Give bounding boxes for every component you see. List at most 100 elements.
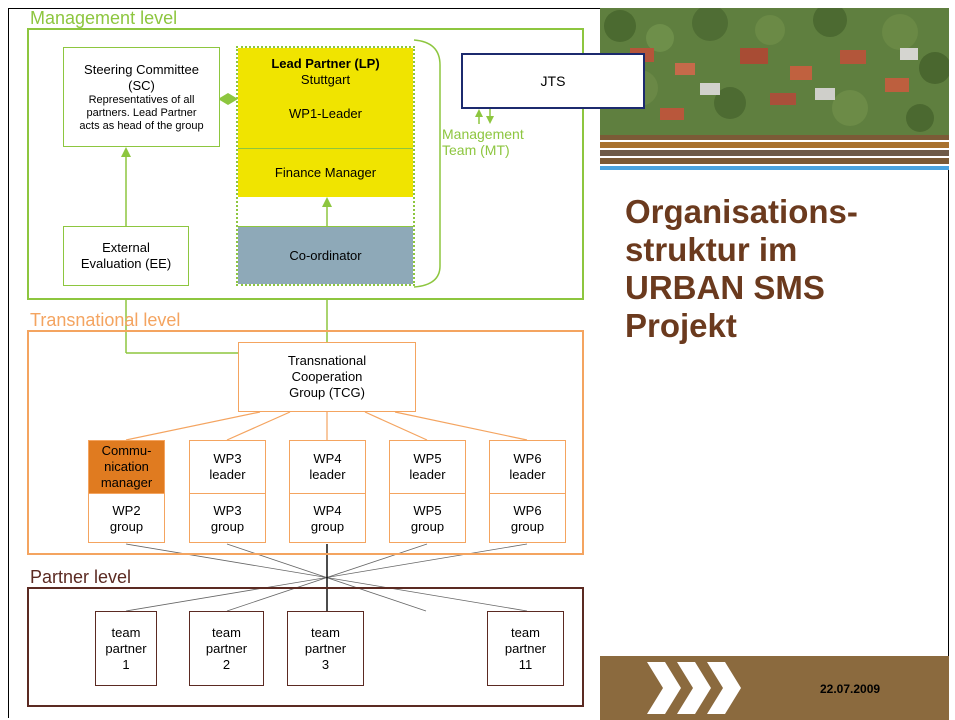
lead-partner-group [236, 46, 415, 286]
wp5-group-line1: WP5 [413, 503, 442, 518]
ee-to-sc-arrow [121, 147, 131, 157]
wp1-leader-label: WP1-Leader [289, 106, 362, 121]
chevron-arrows-icon [647, 662, 741, 714]
stripe [600, 148, 949, 150]
finance-manager-label: Finance Manager [274, 165, 377, 180]
transnational-level-frame [27, 330, 584, 555]
stripe [600, 142, 949, 148]
team-partner-3-line2: partner [304, 640, 347, 656]
team-partner-2-line1: team [212, 624, 241, 640]
wp3-column: WP3 leader WP3 group [189, 440, 266, 543]
wp5-leader-box: WP5 leader [390, 441, 465, 494]
lead-partner-city: Stuttgart [300, 72, 351, 87]
lead-partner-box: Lead Partner (LP) Stuttgart WP1-Leader [238, 48, 413, 148]
wp2-group-line1: WP2 [112, 503, 141, 518]
tcg-line3: Group (TCG) [289, 385, 365, 400]
team-partner-1-box: team partner 1 [95, 611, 157, 686]
management-team-line1: Management [442, 126, 524, 142]
wp4-leader-line1: WP4 [313, 451, 342, 466]
wp2-group-line2: group [109, 519, 144, 534]
tcg-wp3-line [226, 411, 291, 441]
communication-line2: nication [104, 459, 149, 474]
stripe [600, 166, 949, 170]
stripe-band [600, 135, 949, 172]
steering-committee-box: Steering Committee (SC) Representatives … [63, 47, 220, 147]
team-partner-11-box: team partner 11 [487, 611, 564, 686]
wp6-group-line2: group [510, 519, 545, 534]
team-partner-1-line2: partner [105, 640, 147, 656]
steering-committee-desc-1: Representatives of all [88, 93, 195, 106]
stripe [600, 140, 949, 142]
team-partner-3-line1: team [311, 624, 340, 640]
wp6-leader-line2: leader [509, 467, 546, 482]
wp3-leader-box: WP3 leader [190, 441, 265, 494]
jts-box: JTS [461, 53, 645, 109]
stripe [600, 164, 949, 166]
wp3-group-box: WP3 group [190, 494, 265, 544]
team-partner-11-line1: team [511, 624, 540, 640]
stripe [600, 150, 949, 156]
team-partner-1-line3: 1 [122, 656, 130, 672]
team-partner-3-line3: 3 [321, 656, 330, 672]
wp6-group-line1: WP6 [513, 503, 542, 518]
tcg-line1: Transnational [287, 353, 367, 368]
tcg-wp2-line [125, 411, 261, 441]
tcg-box: Transnational Cooperation Group (TCG) [238, 342, 416, 412]
management-team-line2: Team (MT) [442, 142, 510, 158]
wp6-group-box: WP6 group [490, 494, 565, 544]
communication-line3: manager [100, 475, 153, 490]
jts-label: JTS [540, 73, 566, 89]
steering-committee-desc-2: partners. Lead Partner [86, 106, 197, 119]
mt-jts-arrow-1 [475, 109, 483, 117]
external-evaluation-line2: Evaluation (EE) [80, 256, 172, 271]
steering-committee-desc-3: acts as head of the group [79, 119, 204, 132]
footer-band: 22.07.2009 [600, 656, 949, 720]
wp4-group-line2: group [310, 519, 345, 534]
management-team-brace [413, 39, 441, 288]
wp4-leader-box: WP4 leader [290, 441, 365, 494]
slide-frame [8, 8, 949, 718]
stripe [600, 156, 949, 158]
partner-level-frame [27, 587, 584, 707]
stripe [600, 135, 949, 140]
tcg-line2: Cooperation [291, 369, 363, 384]
tcg-wp6-line [394, 411, 528, 441]
team-partner-2-line3: 2 [222, 656, 231, 672]
wp4-column: WP4 leader WP4 group [289, 440, 366, 543]
communication-manager-box: Commu- nication manager [89, 441, 164, 494]
management-level-frame [27, 28, 584, 300]
wp6-leader-box: WP6 leader [490, 441, 565, 494]
slide-title-line2: struktur im [625, 231, 798, 268]
wp5-leader-line2: leader [409, 467, 446, 482]
wp3-leader-line2: leader [209, 467, 246, 482]
coord-to-finance-arrow [322, 197, 332, 207]
slide-title-line1: Organisations- [625, 193, 858, 230]
wp2-column: Commu- nication manager WP2 group [88, 440, 165, 543]
footer-date: 22.07.2009 [820, 682, 881, 696]
steering-committee-abbr: (SC) [128, 77, 155, 93]
wp2-group-box: WP2 group [89, 494, 164, 544]
team-partner-11-line3: 11 [518, 656, 533, 672]
stripe [600, 158, 949, 164]
wp5-group-line2: group [410, 519, 445, 534]
team-partner-2-box: team partner 2 [189, 611, 264, 686]
slide-title: Organisations- struktur im URBAN SMS Pro… [625, 193, 858, 345]
wp5-group-box: WP5 group [390, 494, 465, 544]
steering-committee-title: Steering Committee [84, 61, 199, 77]
tcg-wp5-line [364, 411, 428, 441]
management-level-label: Management level [30, 8, 178, 28]
wp3-group-line1: WP3 [213, 503, 242, 518]
communication-line1: Commu- [101, 443, 152, 458]
wp6-column: WP6 leader WP6 group [489, 440, 566, 543]
coordinator-box: Co-ordinator [238, 226, 413, 284]
lead-partner-title: Lead Partner (LP) [271, 56, 380, 71]
sc-lp-arrow-left [218, 93, 228, 105]
sc-lp-arrow-right [228, 93, 238, 105]
wp5-column: WP5 leader WP5 group [389, 440, 466, 543]
team-partner-2-line2: partner [205, 640, 248, 656]
team-partner-11-line2: partner [504, 640, 547, 656]
wp4-group-line1: WP4 [313, 503, 342, 518]
wp5-leader-line1: WP5 [413, 451, 442, 466]
wp4-group-box: WP4 group [290, 494, 365, 544]
